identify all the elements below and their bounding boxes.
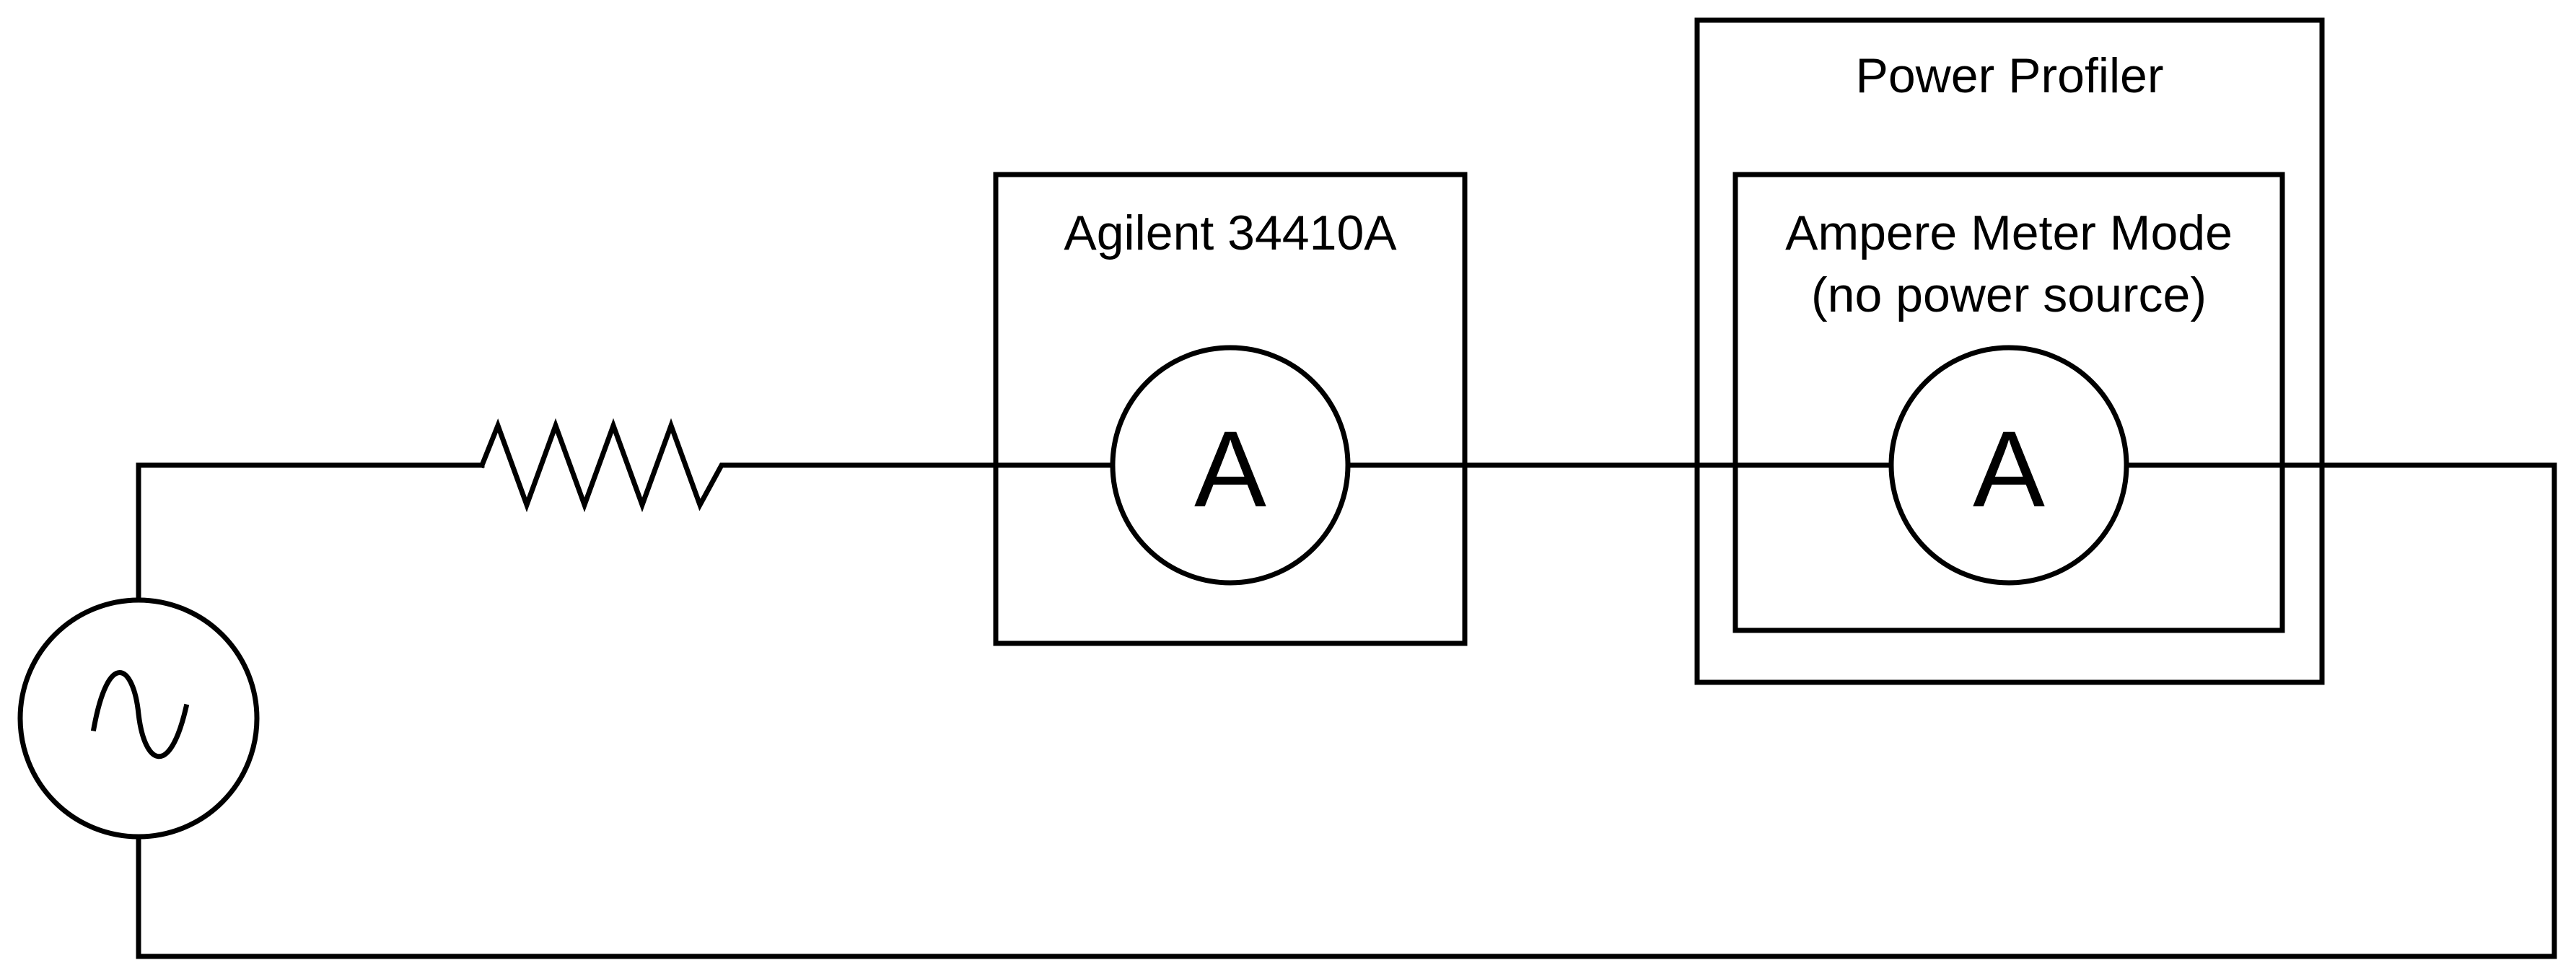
- sine-wave-icon: [90, 670, 190, 760]
- ac-source: [17, 597, 260, 840]
- ammeter-icon: [1888, 345, 2129, 586]
- agilent-title: Agilent 34410A: [1064, 206, 1397, 260]
- power-profiler-title: Power Profiler: [1855, 48, 2163, 103]
- power-profiler-box: [1694, 17, 2325, 685]
- ampere-meter-mode-label: Ampere Meter Mode: [1785, 206, 2233, 260]
- ampere-meter-mode-box: [1732, 172, 2285, 633]
- resistor-icon: [478, 418, 737, 513]
- agilent-34410a: Agilent 34410A A: [993, 172, 1468, 646]
- ammeter-icon: [1110, 345, 1351, 586]
- ammeter-symbol: A: [1194, 408, 1266, 529]
- no-power-source-label: (no power source): [1811, 268, 2207, 322]
- ammeter-symbol: A: [1973, 408, 2045, 529]
- wire-source-top: [136, 462, 485, 603]
- agilent-box: [993, 172, 1468, 646]
- circuit-wires: [136, 462, 2557, 959]
- power-profiler: Power Profiler Ampere Meter Mode (no pow…: [1694, 17, 2325, 685]
- wire-profiler-return: [136, 462, 2557, 959]
